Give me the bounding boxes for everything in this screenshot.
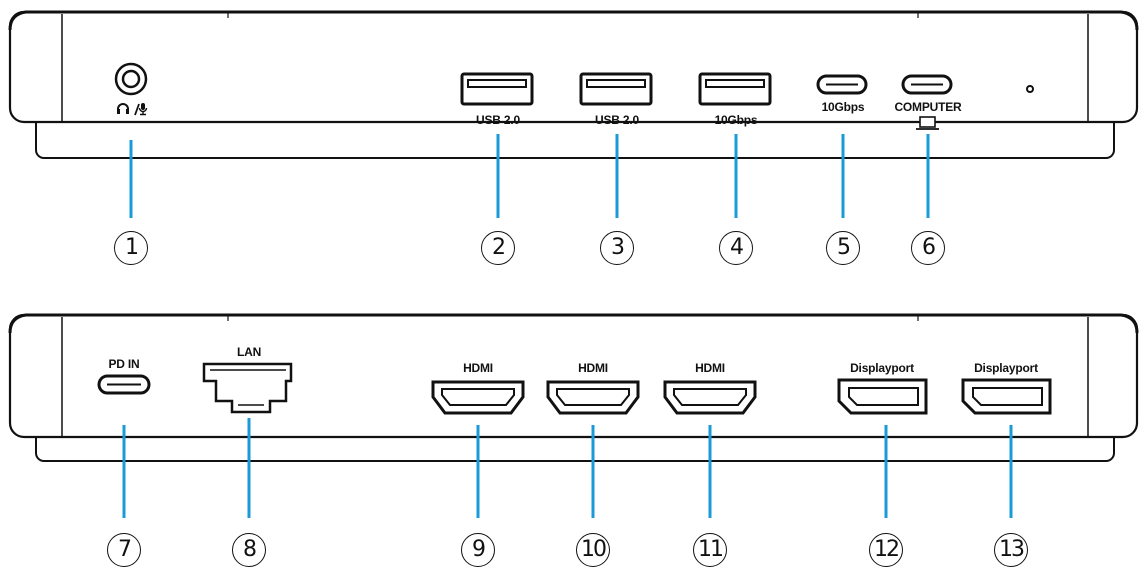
callout-number: 6 [911, 231, 945, 265]
usb-c-port [816, 74, 868, 95]
callout-line [1009, 425, 1013, 518]
callout-number: 9 [461, 533, 495, 567]
ethernet-port [202, 362, 293, 414]
port-label: HDMI [695, 361, 725, 375]
port-label: Displayport [850, 361, 914, 375]
usb-a-port [698, 72, 772, 106]
port-label: HDMI [463, 361, 493, 375]
callout-line [496, 134, 500, 218]
port-label: HDMI [578, 361, 608, 375]
callout-number: 11 [693, 533, 727, 567]
callout-line [734, 134, 738, 218]
hdmi-port [546, 380, 640, 415]
callout-number: 4 [719, 231, 753, 265]
status-led-icon [1026, 85, 1034, 93]
hdmi-port [663, 380, 757, 415]
callout-number: 7 [107, 533, 141, 567]
callout-line [247, 418, 251, 518]
audio-jack-port [114, 62, 148, 96]
callout-number: 13 [994, 533, 1028, 567]
usb-a-port [460, 72, 534, 106]
port-label: USB 2.0 [595, 113, 639, 127]
callout-line [708, 425, 712, 518]
callout-number: 8 [232, 533, 266, 567]
callout-line [884, 425, 888, 518]
port-label: 10Gbps [821, 100, 865, 114]
usb-c-port [901, 74, 953, 95]
port-label: LAN [236, 345, 262, 359]
usb-a-port [579, 72, 653, 106]
callout-line [841, 134, 845, 218]
callout-line [926, 134, 930, 218]
callout-line [591, 425, 595, 518]
laptop-icon [916, 116, 939, 130]
hdmi-port [431, 380, 525, 415]
usb-c-port [97, 374, 151, 395]
displayport-port [837, 378, 928, 415]
port-label: Displayport [974, 361, 1038, 375]
port-label: COMPUTER [894, 100, 962, 114]
displayport-port [961, 378, 1052, 415]
callout-number: 5 [826, 231, 860, 265]
callout-number: 10 [576, 533, 610, 567]
port-label: USB 2.0 [476, 113, 520, 127]
callout-number: 12 [869, 533, 903, 567]
callout-number: 2 [481, 231, 515, 265]
callout-number: 3 [600, 231, 634, 265]
callout-line [122, 425, 126, 518]
headphone-microphone-icon [117, 103, 148, 116]
port-label: PD IN [108, 357, 140, 371]
front-panel-body [8, 10, 1139, 159]
callout-line [615, 134, 619, 218]
callout-line [129, 140, 133, 218]
port-label: 10Gbps [714, 113, 758, 127]
callout-line [476, 425, 480, 518]
callout-number: 1 [114, 231, 148, 265]
